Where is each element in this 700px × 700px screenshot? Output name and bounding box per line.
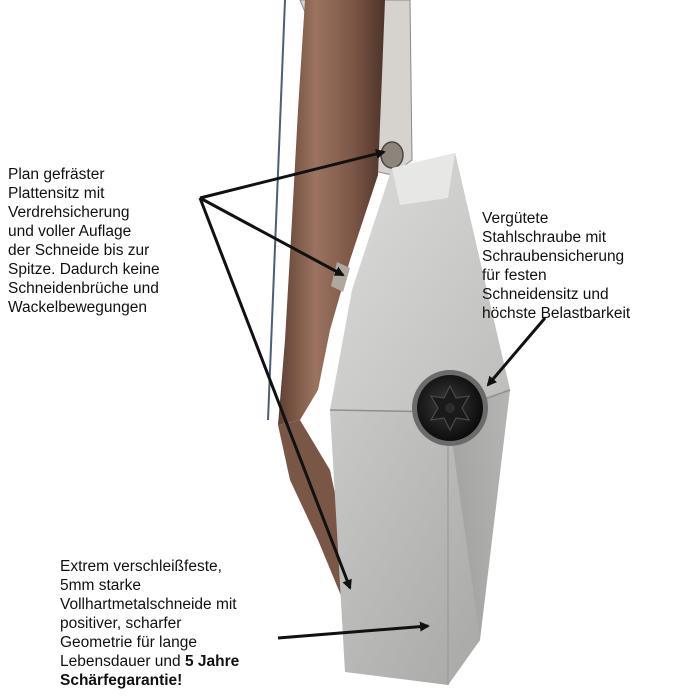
callout-blade-text: Extrem verschleißfeste, 5mm starke Vollh… (60, 558, 237, 670)
callout-carbide-blade: Extrem verschleißfeste, 5mm starke Vollh… (60, 557, 239, 690)
shank-lower (278, 420, 356, 610)
arrow-icon (486, 317, 547, 387)
seat-pin (380, 141, 404, 169)
arrow-icon (198, 197, 352, 590)
arrow-icon (199, 196, 345, 277)
arrow-icon (199, 149, 386, 200)
callout-blade-guarantee: Schärfegarantie! (60, 672, 183, 689)
callout-blade-guarantee-years: 5 Jahre (184, 653, 240, 670)
callout-arrows (198, 149, 547, 640)
tool-shank (278, 0, 385, 425)
backdrop-line (267, 0, 286, 421)
torx-screw-icon (412, 370, 488, 446)
callout-steel-screw: Vergütete Stahlschraube mit Schraubensic… (482, 210, 631, 322)
arrow-icon (277, 621, 430, 640)
callout-insert-seat: Plan gefräster Plattensitz mit Verdrehsi… (8, 166, 160, 316)
